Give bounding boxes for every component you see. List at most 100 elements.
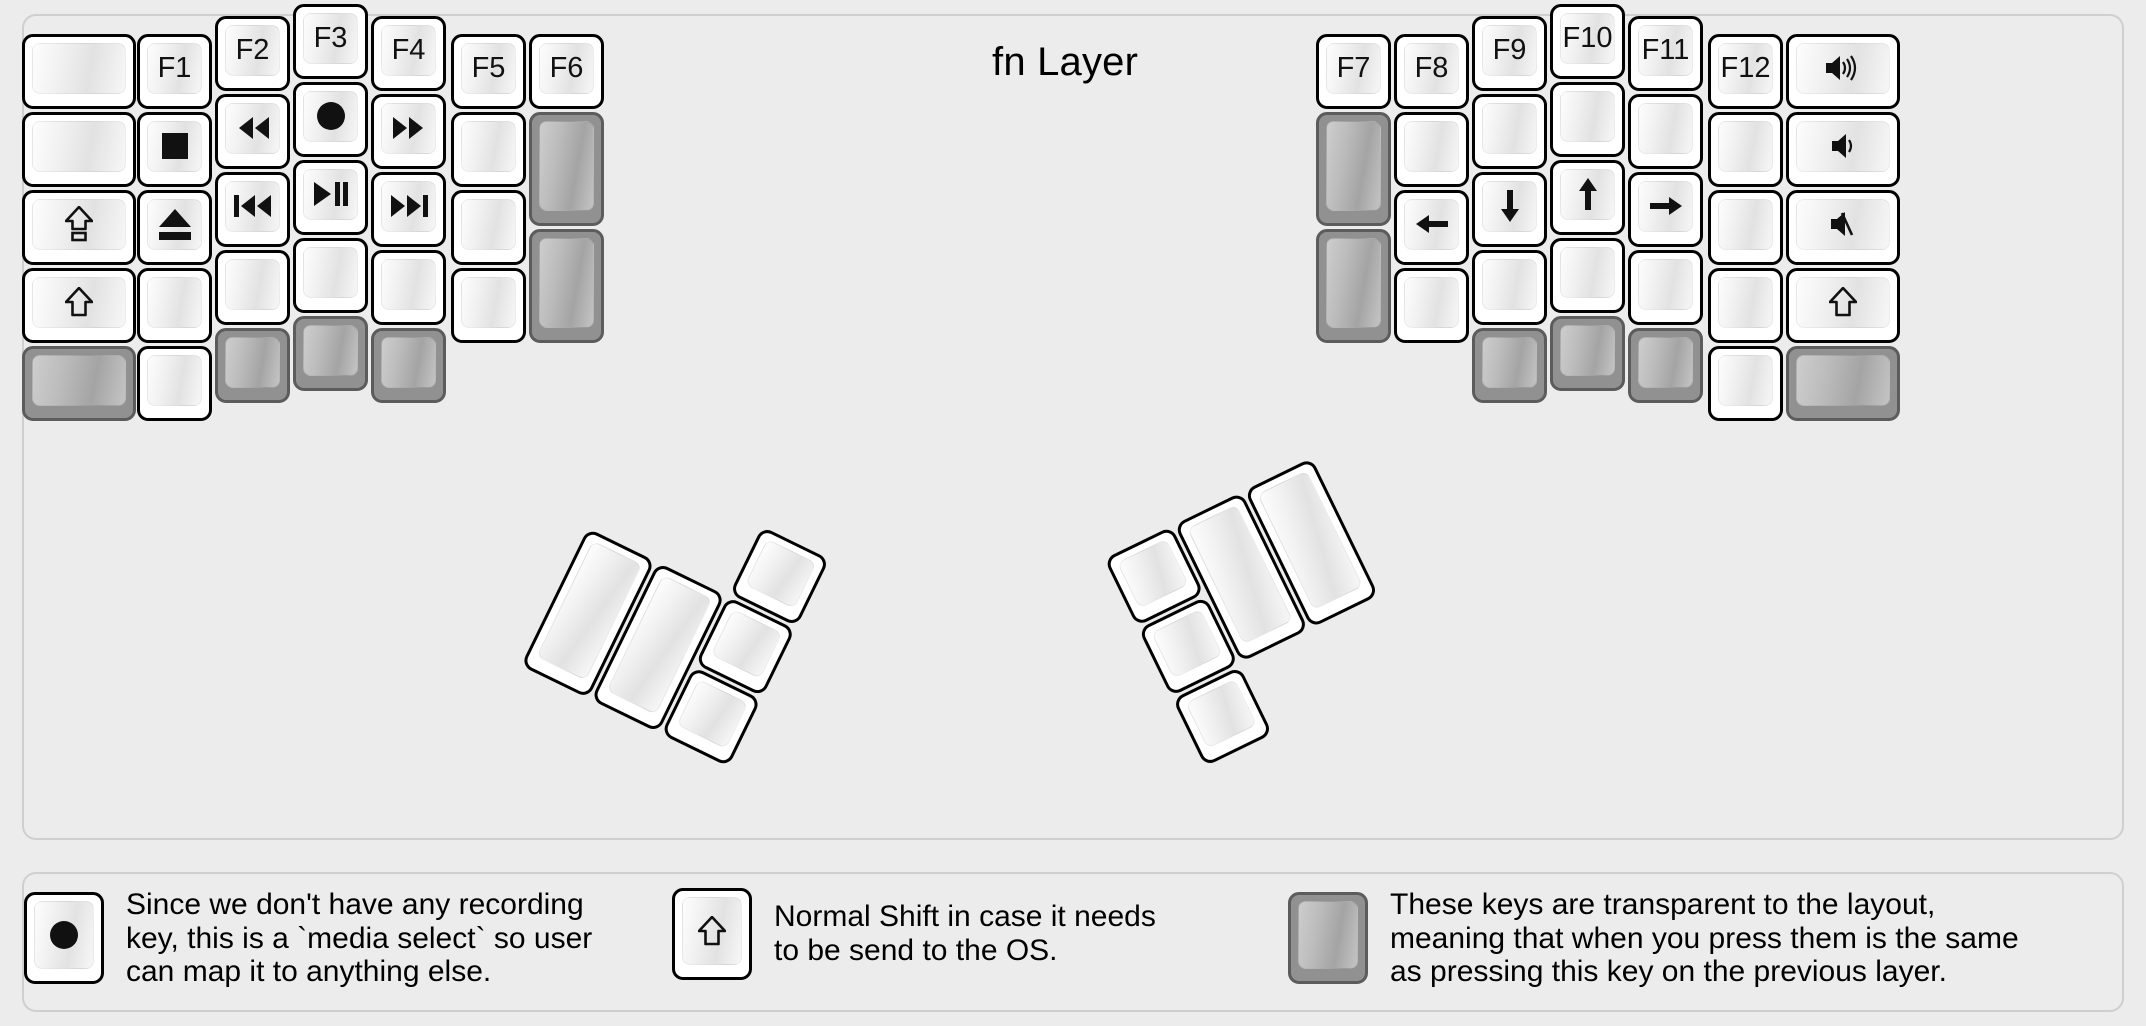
key-right-f9-column-1[interactable] bbox=[1472, 94, 1547, 169]
key-right-f7-column-2[interactable] bbox=[1316, 229, 1391, 343]
key-right-f10-column-4[interactable] bbox=[1550, 316, 1625, 391]
legend-keycap-2[interactable] bbox=[1288, 892, 1368, 985]
key-right-f8-column-1[interactable] bbox=[1394, 112, 1469, 187]
key-right-f10-column-0[interactable]: F10 bbox=[1550, 4, 1625, 79]
key-left-f4-column-1[interactable] bbox=[371, 94, 446, 169]
key-right-f7-column-1[interactable] bbox=[1316, 112, 1391, 226]
keycap-face bbox=[1404, 121, 1459, 172]
keycap-face bbox=[1638, 337, 1693, 388]
keycap-face bbox=[1560, 247, 1615, 298]
key-right-f9-column-2[interactable] bbox=[1472, 172, 1547, 247]
key-left-f1-column-2[interactable] bbox=[137, 190, 212, 265]
key-left-f2-column-2[interactable] bbox=[215, 172, 290, 247]
key-left-f2-column-4[interactable] bbox=[215, 328, 290, 403]
key-right-outer-column-3[interactable] bbox=[1786, 268, 1900, 343]
keycap-face bbox=[1404, 277, 1459, 328]
keycap-face bbox=[303, 325, 358, 376]
key-left-f4-column-4[interactable] bbox=[371, 328, 446, 403]
key-left-f2-column-1[interactable] bbox=[215, 94, 290, 169]
key-right-f9-column-4[interactable] bbox=[1472, 328, 1547, 403]
keycap-face bbox=[1482, 181, 1537, 232]
key-left-f6-column-2[interactable] bbox=[529, 229, 604, 343]
key-right-f11-column-1[interactable] bbox=[1628, 94, 1703, 169]
keycap-face bbox=[381, 259, 436, 310]
key-right-f11-column-4[interactable] bbox=[1628, 328, 1703, 403]
keycap-face bbox=[1796, 121, 1890, 172]
keycap-face bbox=[461, 199, 516, 250]
keycap-face bbox=[303, 247, 358, 298]
key-left-outer-column-0[interactable] bbox=[22, 34, 136, 109]
key-right-outer-column-0[interactable] bbox=[1786, 34, 1900, 109]
key-left-f3-column-4[interactable] bbox=[293, 316, 368, 391]
key-right-f8-column-0[interactable]: F8 bbox=[1394, 34, 1469, 109]
key-right-outer-column-1[interactable] bbox=[1786, 112, 1900, 187]
key-right-f12-column-1[interactable] bbox=[1708, 112, 1783, 187]
key-right-f10-column-2[interactable] bbox=[1550, 160, 1625, 235]
key-left-f4-column-3[interactable] bbox=[371, 250, 446, 325]
key-left-f1-column-0[interactable]: F1 bbox=[137, 34, 212, 109]
key-left-f6-column-1[interactable] bbox=[529, 112, 604, 226]
keycap-face bbox=[1326, 238, 1381, 328]
key-left-f1-column-4[interactable] bbox=[137, 346, 212, 421]
keycap-face bbox=[539, 121, 594, 211]
keycap-face bbox=[1638, 103, 1693, 154]
key-right-f12-column-3[interactable] bbox=[1708, 268, 1783, 343]
keycap-face bbox=[225, 181, 280, 232]
key-left-f1-column-1[interactable] bbox=[137, 112, 212, 187]
key-left-f5-column-0[interactable]: F5 bbox=[451, 34, 526, 109]
key-left-outer-column-2[interactable] bbox=[22, 190, 136, 265]
keycap-face bbox=[147, 121, 202, 172]
keycap-face bbox=[1482, 337, 1537, 388]
legend-item-2: These keys are transparent to the layout… bbox=[1288, 888, 2019, 989]
key-left-f4-column-0[interactable]: F4 bbox=[371, 16, 446, 91]
key-left-f3-column-1[interactable] bbox=[293, 82, 368, 157]
keycap-face bbox=[1326, 43, 1381, 94]
key-right-f10-column-1[interactable] bbox=[1550, 82, 1625, 157]
key-right-f11-column-3[interactable] bbox=[1628, 250, 1703, 325]
key-right-f8-column-2[interactable] bbox=[1394, 190, 1469, 265]
keycap-face bbox=[1718, 121, 1773, 172]
key-right-f11-column-0[interactable]: F11 bbox=[1628, 16, 1703, 91]
key-right-f12-column-4[interactable] bbox=[1708, 346, 1783, 421]
key-right-outer-column-4[interactable] bbox=[1786, 346, 1900, 421]
keycap-face bbox=[32, 199, 126, 250]
keycap-face bbox=[1482, 259, 1537, 310]
key-left-f3-column-3[interactable] bbox=[293, 238, 368, 313]
key-left-f2-column-0[interactable]: F2 bbox=[215, 16, 290, 91]
keycap-face bbox=[303, 169, 358, 220]
key-left-f3-column-0[interactable]: F3 bbox=[293, 4, 368, 79]
keycap-face bbox=[147, 277, 202, 328]
keycap-face bbox=[539, 238, 594, 328]
legend-text-0: Since we don't have any recording key, t… bbox=[126, 888, 593, 989]
keycap-face bbox=[1326, 121, 1381, 211]
key-right-outer-column-2[interactable] bbox=[1786, 190, 1900, 265]
key-left-f6-column-0[interactable]: F6 bbox=[529, 34, 604, 109]
legend-keycap-1[interactable] bbox=[672, 888, 752, 980]
key-left-outer-column-4[interactable] bbox=[22, 346, 136, 421]
key-left-f3-column-2[interactable] bbox=[293, 160, 368, 235]
key-right-f7-column-0[interactable]: F7 bbox=[1316, 34, 1391, 109]
key-left-f4-column-2[interactable] bbox=[371, 172, 446, 247]
keycap-face bbox=[381, 181, 436, 232]
keycap-face bbox=[710, 608, 783, 679]
key-left-outer-column-1[interactable] bbox=[22, 112, 136, 187]
key-left-outer-column-3[interactable] bbox=[22, 268, 136, 343]
key-right-f8-column-3[interactable] bbox=[1394, 268, 1469, 343]
legend-keycap-0[interactable] bbox=[24, 892, 104, 985]
key-right-f9-column-0[interactable]: F9 bbox=[1472, 16, 1547, 91]
keycap-face bbox=[34, 901, 94, 970]
key-left-f1-column-3[interactable] bbox=[137, 268, 212, 343]
key-right-f10-column-3[interactable] bbox=[1550, 238, 1625, 313]
key-left-f5-column-1[interactable] bbox=[451, 112, 526, 187]
key-right-f11-column-2[interactable] bbox=[1628, 172, 1703, 247]
key-right-f12-column-0[interactable]: F12 bbox=[1708, 34, 1783, 109]
key-left-f5-column-2[interactable] bbox=[451, 190, 526, 265]
key-left-f2-column-3[interactable] bbox=[215, 250, 290, 325]
keycap-face bbox=[32, 121, 126, 172]
key-right-f12-column-2[interactable] bbox=[1708, 190, 1783, 265]
key-left-f5-column-3[interactable] bbox=[451, 268, 526, 343]
keycap-face bbox=[1718, 43, 1773, 94]
keycap-face bbox=[225, 25, 280, 76]
key-right-f9-column-3[interactable] bbox=[1472, 250, 1547, 325]
